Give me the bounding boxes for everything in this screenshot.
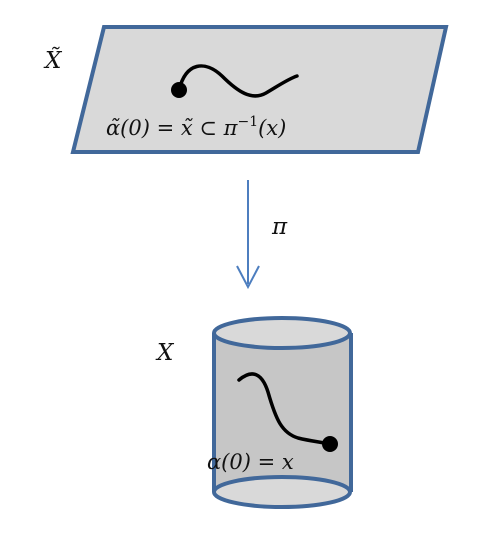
base-path-end-point bbox=[322, 436, 338, 452]
lifted-path-start-point bbox=[171, 82, 187, 98]
projection-label: π bbox=[271, 214, 288, 240]
projection-arrow-head bbox=[236, 265, 260, 290]
covering-space-label: X̃ bbox=[43, 48, 63, 74]
base-space-label: X bbox=[155, 340, 175, 366]
covering-point-exponent: −1 bbox=[237, 114, 258, 130]
covering-point-main: α̃(0) = x̃ ⊂ π bbox=[106, 116, 239, 140]
cylinder-top-ellipse bbox=[212, 316, 352, 350]
cylinder-body bbox=[214, 333, 351, 508]
base-point-label: α(0) = x bbox=[207, 450, 294, 474]
covering-space-plane bbox=[70, 25, 449, 154]
covering-point-label: α̃(0) = x̃ ⊂ π−1(x) bbox=[106, 114, 286, 140]
covering-point-argument: (x) bbox=[258, 116, 286, 140]
lifted-path-curve bbox=[177, 64, 299, 98]
base-path-curve bbox=[237, 372, 332, 446]
cylinder-bottom-ellipse bbox=[212, 475, 352, 509]
